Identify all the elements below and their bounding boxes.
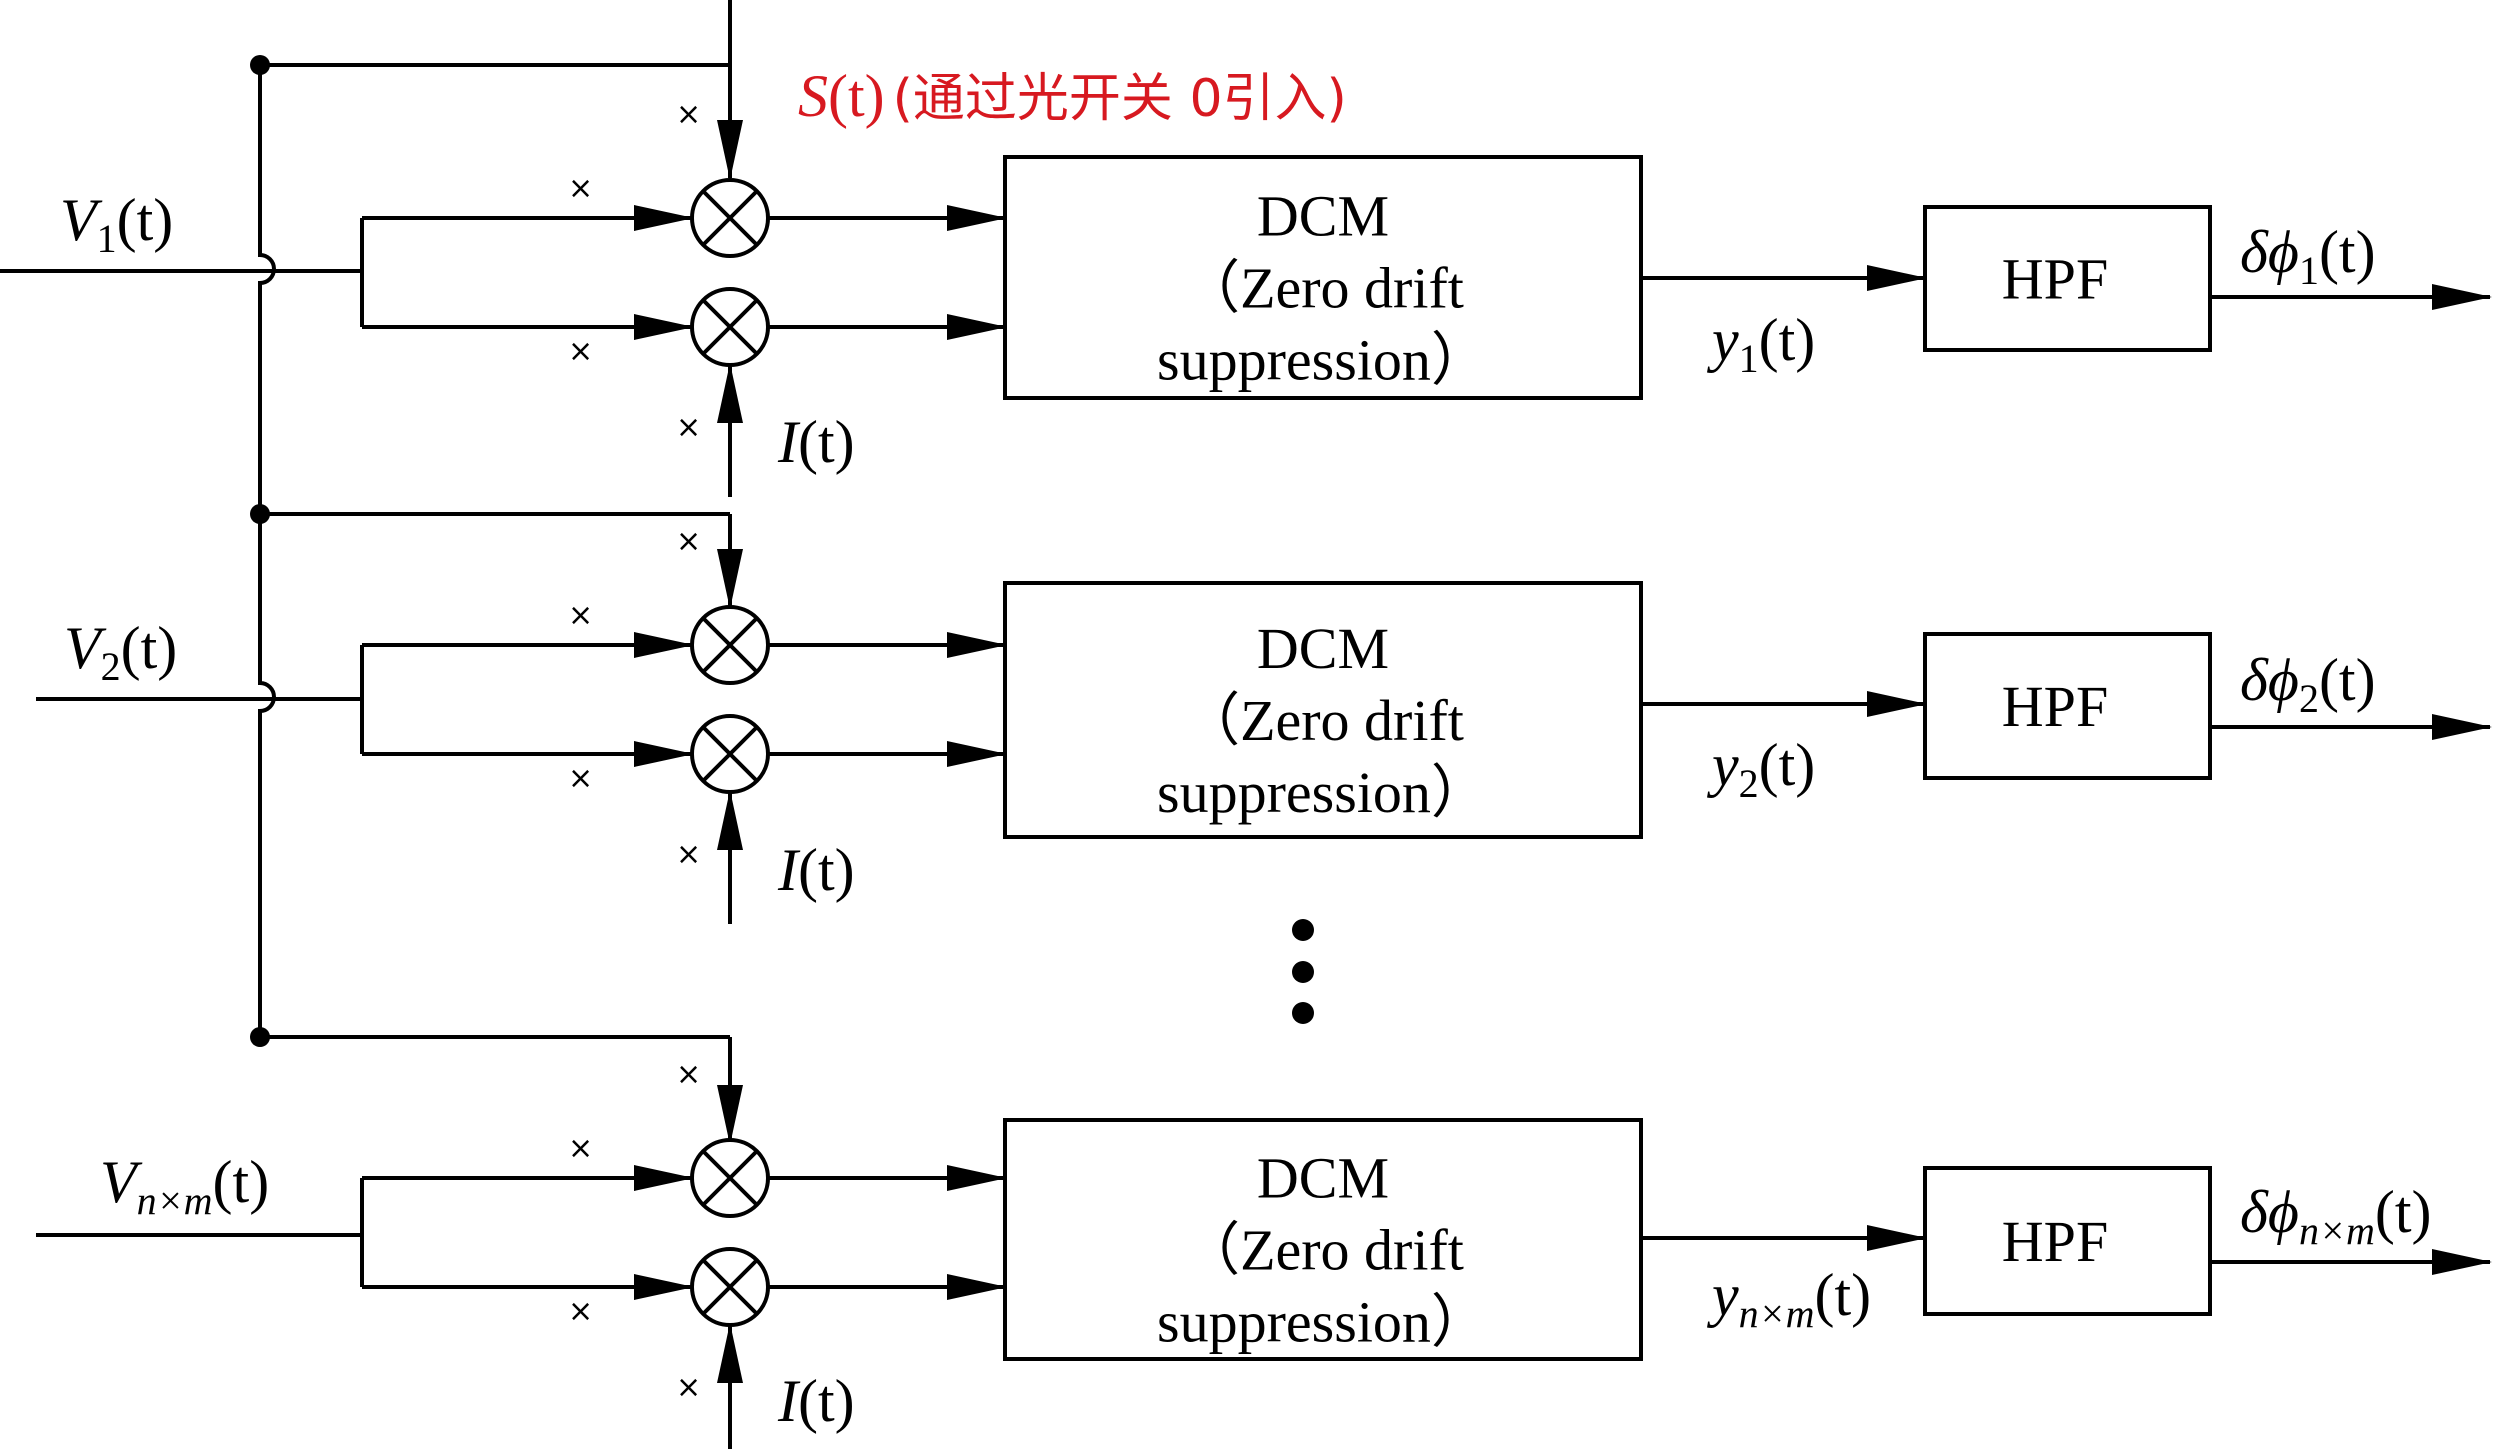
current-signal-label: I(t) [777, 837, 855, 903]
multiplier-icon [690, 714, 770, 794]
x-mark: × [568, 334, 593, 369]
hpf-label: HPF [2002, 247, 2108, 312]
current-signal-label: I(t) [777, 409, 855, 475]
x-mark: × [568, 598, 593, 633]
dcm-subtitle: suppression） [1157, 328, 1489, 393]
x-mark: × [676, 410, 701, 445]
processing-row-3: I(t) × × × × Vn×m(t) DCM （Zero drift suppression… [36, 1057, 2492, 1449]
dcm-title: DCM [1257, 616, 1389, 681]
junction-dot [250, 55, 270, 75]
multiplier-icon [690, 1247, 770, 1327]
multiplier-icon [690, 605, 770, 685]
input-signal-label: Vn×m(t) [100, 1149, 269, 1223]
hpf-box [1923, 1166, 2212, 1316]
hpf-box [1923, 632, 2212, 780]
multiplier-icon [690, 178, 770, 258]
dcm-output-label: y1(t) [1706, 307, 1815, 381]
x-mark: × [676, 524, 701, 559]
hpf-label: HPF [2002, 1209, 2108, 1274]
current-signal-label: I(t) [777, 1368, 855, 1434]
dcm-title: DCM [1257, 184, 1389, 249]
multiplier-icon [690, 1138, 770, 1218]
dcm-output-label: y2(t) [1706, 732, 1815, 806]
x-mark: × [676, 97, 701, 132]
x-mark: × [568, 1294, 593, 1329]
dcm-output-label: yn×m(t) [1706, 1262, 1871, 1336]
phase-output-label: δϕ1(t) [2240, 219, 2376, 293]
x-mark: × [568, 761, 593, 796]
reference-bus [250, 0, 743, 1145]
dcm-subtitle: （Zero drift [1182, 688, 1464, 753]
dcm-subtitle: suppression） [1157, 1290, 1489, 1355]
x-mark: × [676, 1057, 701, 1092]
reference-signal-label: S(t)(通过光开关 0引入) [798, 63, 1347, 129]
x-mark: × [676, 1370, 701, 1405]
x-mark: × [568, 1131, 593, 1166]
processing-row-2: I(t) × × × × V2(t) DCM （Zero drift suppression） y… [36, 524, 2492, 924]
hpf-box [1923, 205, 2212, 352]
multiplier-icon [690, 287, 770, 367]
dcm-box [1003, 581, 1643, 839]
phase-output-label: δϕ2(t) [2240, 647, 2376, 721]
input-signal-label: V1(t) [60, 187, 173, 261]
dcm-title: DCM [1257, 1146, 1389, 1211]
dcm-subtitle: suppression） [1157, 760, 1489, 825]
row-ellipsis [1292, 919, 1314, 1024]
dcm-box [1003, 155, 1643, 400]
x-mark: × [568, 171, 593, 206]
x-mark: × [676, 837, 701, 872]
input-signal-label: V2(t) [64, 615, 177, 689]
phase-output-label: δϕn×m(t) [2240, 1179, 2431, 1253]
dcm-box [1003, 1118, 1643, 1361]
hpf-label: HPF [2002, 674, 2108, 739]
dcm-subtitle: （Zero drift [1182, 1218, 1464, 1283]
dcm-subtitle: （Zero drift [1182, 256, 1464, 321]
processing-row-1: I(t) × × × × V1(t) DCM （Zero drift suppression） y… [0, 97, 2492, 497]
